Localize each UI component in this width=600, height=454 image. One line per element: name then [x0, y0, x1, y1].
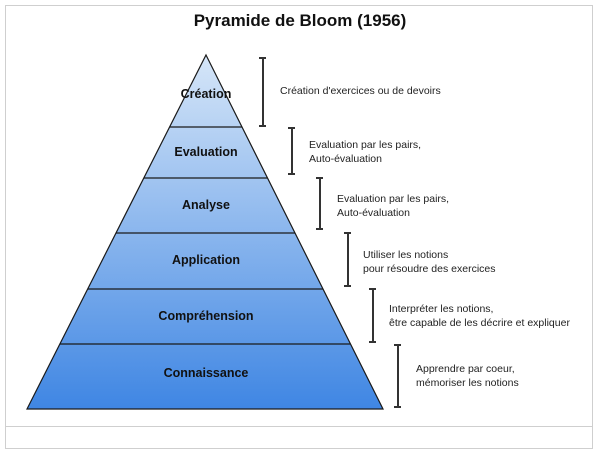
level-bracket-0 [259, 57, 266, 127]
level-description-3-1: pour résoudre des exercices [363, 263, 496, 275]
level-description-4-0: Interpréter les notions, [389, 303, 494, 315]
level-description-2-1: Auto-évaluation [337, 207, 410, 219]
level-bracket-3 [344, 232, 351, 287]
diagram-title: Pyramide de Bloom (1956) [193, 11, 407, 30]
level-bracket-4 [369, 288, 376, 343]
frame-divider [5, 426, 593, 427]
level-label-5: Connaissance [163, 366, 249, 380]
level-label-4: Compréhension [158, 309, 254, 323]
level-description-4-1: être capable de les décrire et expliquer [389, 317, 570, 329]
level-description-1-0: Evaluation par les pairs, [309, 139, 422, 151]
level-description-5-0: Apprendre par coeur, [416, 363, 515, 375]
level-bracket-2 [316, 177, 323, 230]
level-label-3: Application [171, 253, 241, 267]
pyramid-body [26, 53, 384, 410]
level-label-1: Evaluation [174, 145, 238, 159]
level-description-2-0: Evaluation par les pairs, [337, 193, 450, 205]
level-label-2: Analyse [182, 198, 230, 212]
level-description-1-1: Auto-évaluation [309, 153, 382, 165]
level-label-0: Création [180, 87, 232, 101]
level-description-5-1: mémoriser les notions [416, 377, 519, 389]
level-description-3-0: Utiliser les notions [363, 249, 449, 261]
level-bracket-1 [288, 127, 295, 175]
level-description-0-0: Création d'exercices ou de devoirs [280, 85, 441, 97]
level-bracket-5 [394, 344, 401, 408]
